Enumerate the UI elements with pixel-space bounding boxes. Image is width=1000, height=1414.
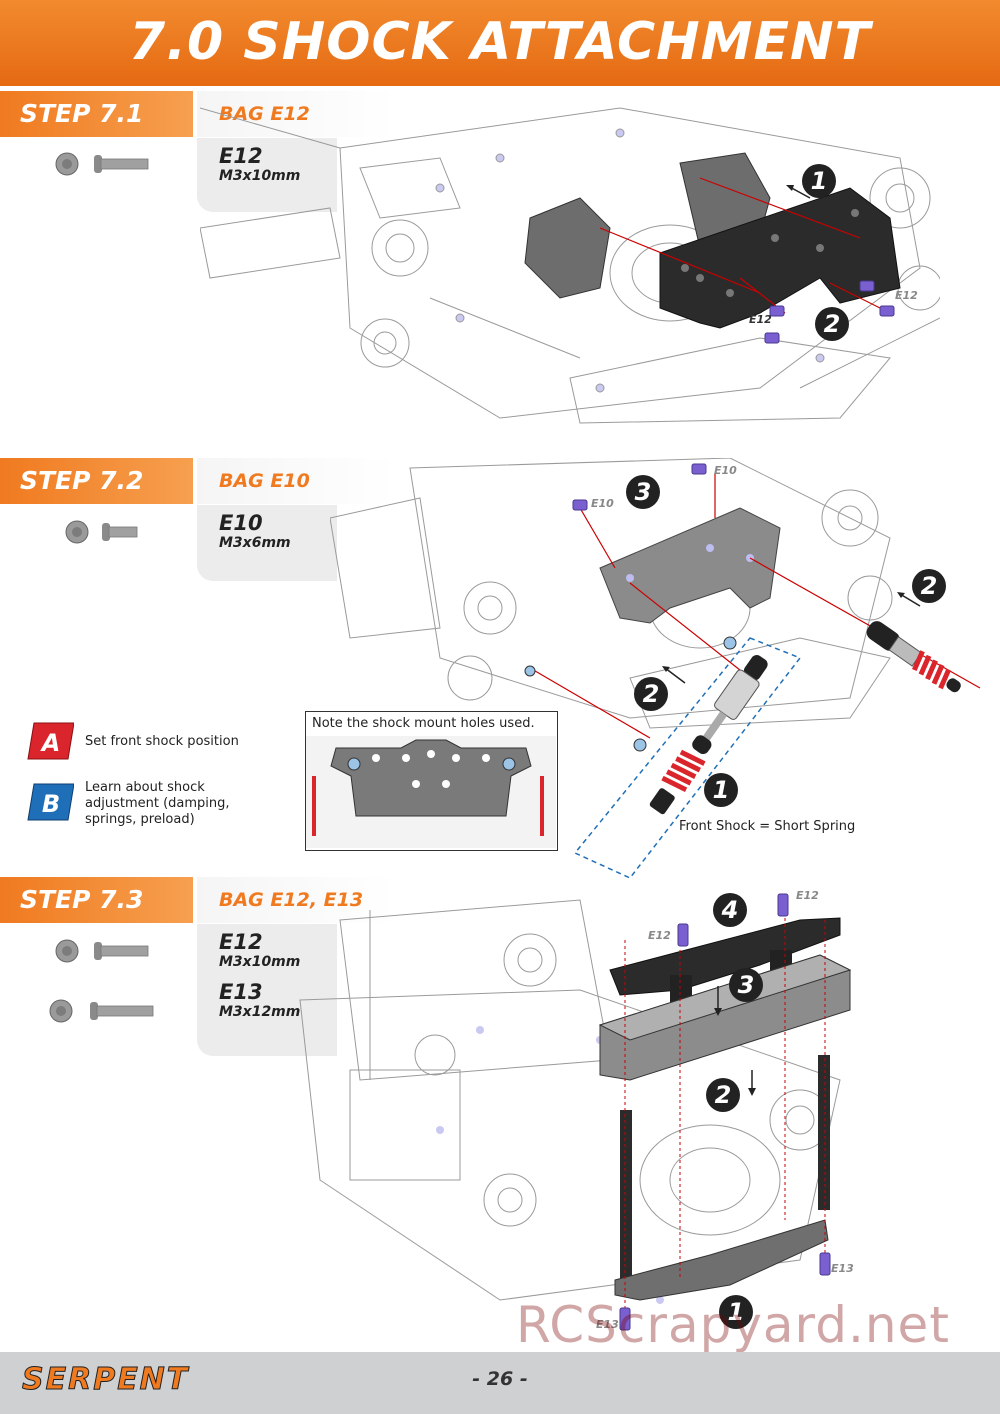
brand-logo: SERPENT [21, 1362, 190, 1398]
step-7-3-diagram [299, 893, 852, 1331]
part-size: M3x6mm [219, 535, 291, 551]
step-7-3-parts: E12 M3x10mm E13 M3x12mm [197, 924, 337, 1056]
step-7-2-label: STEP 7.2 [0, 458, 193, 504]
part-code: E12 [219, 144, 263, 168]
callout-2: 2 [706, 1078, 740, 1112]
callout-2: 2 [634, 677, 668, 711]
part-label-e12: E12 [648, 929, 671, 942]
part-label-e10: E10 [591, 497, 614, 510]
callout-1: 1 [802, 164, 836, 198]
watermark: RCScrapyard.net [516, 1296, 950, 1354]
front-shock-note: Front Shock = Short Spring [679, 819, 856, 834]
callout-1: 1 [704, 773, 738, 807]
page-number: - 26 - [472, 1368, 528, 1390]
badge-a-text: Set front shock position [85, 734, 239, 749]
part-size: M3x10mm [219, 954, 301, 970]
badge-b-icon: B [27, 783, 74, 821]
screw-m3x10-icon [55, 939, 149, 963]
note-box-text: Note the shock mount holes used. [312, 716, 535, 731]
part-code: E13 [219, 980, 263, 1004]
part-size: M3x12mm [219, 1004, 301, 1020]
badge-b-line: adjustment (damping, [85, 796, 230, 811]
part-code: E10 [219, 511, 263, 535]
part-label-e10: E10 [714, 464, 737, 477]
note-box: Note the shock mount holes used. [305, 711, 558, 851]
step-7-3-bag: BAG E12, E13 [197, 877, 397, 923]
step-7-1-diagram [200, 107, 940, 424]
callout-2: 2 [912, 569, 946, 603]
step-7-1-label: STEP 7.1 [0, 91, 193, 137]
step-7-1-bag: BAG E12 [197, 91, 397, 137]
step-7-2-bag: BAG E10 [197, 458, 397, 504]
part-label-e13: E13 [596, 1318, 619, 1331]
screw-m3x6-icon [65, 520, 138, 544]
callout-3: 3 [729, 968, 763, 1002]
footer-bar [0, 1352, 1000, 1414]
part-size: M3x10mm [219, 168, 301, 184]
step-7-3-label: STEP 7.3 [0, 877, 193, 923]
step-7-1-parts: E12 M3x10mm [197, 138, 337, 212]
callout-4: 4 [713, 893, 747, 927]
badge-a-letter: A [40, 729, 61, 757]
badge-b-letter: B [42, 790, 60, 818]
shock-tower-detail [306, 736, 556, 848]
screw-m3x10-icon [55, 152, 149, 176]
callout-3: 3 [626, 475, 660, 509]
page-title: 7.0 SHOCK ATTACHMENT [129, 12, 871, 72]
title-bar [0, 0, 1000, 86]
badge-b-line: Learn about shock [85, 780, 205, 795]
badge-a-icon: A [27, 722, 74, 760]
part-label-e12: E12 [796, 889, 819, 902]
badge-b-line: springs, preload) [85, 812, 195, 827]
part-code: E12 [219, 930, 263, 954]
screw-m3x12-icon [49, 999, 154, 1023]
callout-1: 1 [719, 1295, 753, 1329]
callout-2: 2 [815, 307, 849, 341]
part-label-e12: E12 [895, 289, 918, 302]
step-7-2-parts: E10 M3x6mm [197, 505, 337, 581]
part-label-e13: E13 [831, 1262, 854, 1275]
step-7-2-diagram [330, 458, 981, 878]
part-label-e12: E12 [749, 313, 772, 326]
badge-b-text: Learn about shock adjustment (damping, s… [85, 780, 230, 828]
